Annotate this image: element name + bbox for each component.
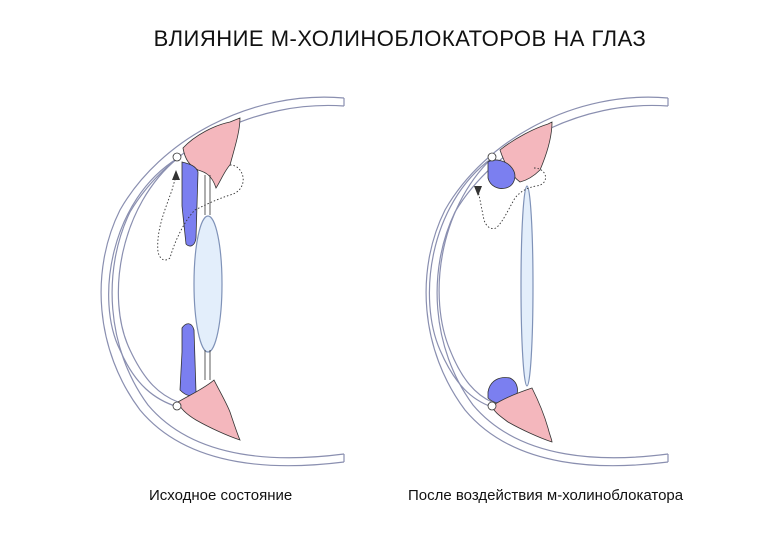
arrow-up-icon — [172, 170, 180, 180]
caption-before: Исходное состояние — [149, 487, 293, 504]
page-title: ВЛИЯНИЕ М-ХОЛИНОБЛОКАТОРОВ НА ГЛАЗ — [0, 26, 780, 52]
title-text: ВЛИЯНИЕ М-ХОЛИНОБЛОКАТОРОВ НА ГЛАЗ — [153, 26, 647, 51]
caption-after: После воздействия м-холиноблокатора — [408, 487, 684, 504]
arrow-down-icon — [474, 186, 482, 196]
